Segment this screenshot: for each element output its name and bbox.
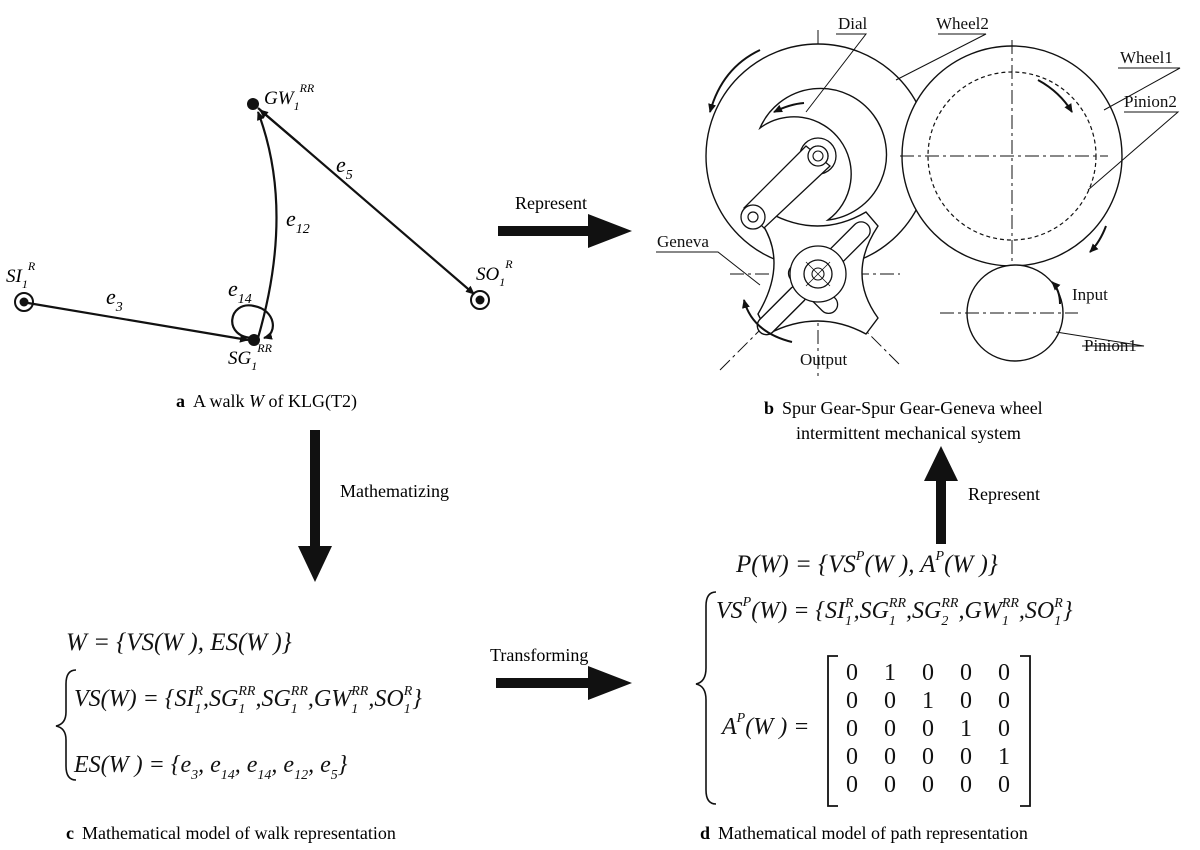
matrix-cell-r2-c3: 1 [960, 716, 972, 742]
label-dial: Dial [838, 14, 868, 33]
edge-e12-arc [256, 111, 278, 339]
c-es-line: ES(W ) = {e3, e14, e14, e12, e5} [73, 752, 348, 783]
label-geneva: Geneva [657, 232, 709, 251]
edge-e5-label: e5 [336, 152, 353, 183]
label-wheel2: Wheel2 [936, 14, 989, 33]
matrix-cell-r0-c0: 0 [846, 660, 858, 686]
matrix-cell-r0-c4: 0 [998, 660, 1010, 686]
matrix-cell-r4-c2: 0 [922, 772, 934, 798]
d-brace [695, 591, 717, 805]
matrix-cell-r2-c2: 0 [922, 716, 934, 742]
edge-e3-line [27, 301, 249, 343]
node-si [19, 297, 29, 307]
matrix-cell-r4-c1: 0 [884, 772, 896, 798]
arrow-transforming-label: Transforming [490, 645, 588, 665]
input-rotation-arrow [1051, 281, 1061, 305]
dial [758, 87, 888, 221]
panel-b-labels: Dial Wheel2 Wheel1 Pinion2 Geneva Input … [657, 14, 1177, 369]
matrix-cell-r2-c1: 0 [884, 716, 896, 742]
node-so-label: SO1R [476, 257, 513, 289]
node-si-ring [14, 292, 34, 312]
matrix-cell-r4-c0: 0 [846, 772, 858, 798]
label-wheel1: Wheel1 [1120, 48, 1173, 67]
d-matrix-left-bracket [827, 655, 838, 807]
d-vs-line: VSP(W) = {SI1R,SG1RR,SG2RR,GW1RR,SO1R} [716, 595, 1073, 629]
matrix-cell-r0-c1: 1 [884, 660, 896, 686]
label-pinion2: Pinion2 [1124, 92, 1177, 111]
matrix-cell-r3-c4: 1 [998, 744, 1010, 770]
dial-rotation-arrow [773, 102, 805, 113]
arrow-mathematizing [298, 430, 332, 582]
edge-e5-tail-arrow [259, 109, 301, 145]
matrix-cell-r1-c2: 1 [922, 688, 934, 714]
node-sg [248, 334, 260, 346]
matrix-cell-r1-c0: 0 [846, 688, 858, 714]
output-rotation-arrow [742, 299, 793, 343]
matrix-cell-r3-c2: 0 [922, 744, 934, 770]
matrix-cell-r1-c1: 0 [884, 688, 896, 714]
caption-b-line2: intermittent mechanical system [796, 423, 1021, 443]
panel-a-graph: GW1RR SI1R SO1R SG1RR e3 e5 e12 e14 [6, 81, 513, 373]
arrow-represent-right-label: Represent [968, 484, 1040, 504]
label-input: Input [1072, 285, 1108, 304]
c-brace [55, 669, 77, 781]
matrix-cell-r0-c2: 0 [922, 660, 934, 686]
matrix-cell-r1-c3: 0 [960, 688, 972, 714]
wheel1-rotation-arrow [1037, 79, 1073, 113]
panel-b-mechanism [656, 30, 1181, 376]
arrow-mathematizing-label: Mathematizing [340, 481, 449, 501]
panel-c-math: W = {VS(W ), ES(W )} VS(W) = {SI1R,SG1RR… [55, 629, 422, 783]
matrix-cell-r2-c0: 0 [846, 716, 858, 742]
matrix-cell-r0-c3: 0 [960, 660, 972, 686]
label-output: Output [800, 350, 848, 369]
edge-e12-label: e12 [286, 206, 310, 237]
node-gw [247, 98, 259, 110]
c-w-line: W = {VS(W ), ES(W )} [66, 629, 292, 656]
node-so [475, 295, 485, 305]
panel-d-math: P(W) = {VSP(W ), AP(W )} VSP(W) = {SI1R,… [695, 549, 1073, 807]
node-sg-label: SG1RR [228, 341, 273, 373]
matrix-cell-r4-c4: 0 [998, 772, 1010, 798]
wheel1-lower-arrow [1089, 225, 1107, 253]
matrix-cell-r4-c3: 0 [960, 772, 972, 798]
arrow-represent-top [498, 214, 632, 248]
edge-e14-label: e14 [228, 276, 252, 307]
arrow-represent-right [924, 446, 958, 544]
c-vs-line: VS(W) = {SI1R,SG1RR,SG1RR,GW1RR,SO1R} [74, 684, 422, 717]
node-si-label: SI1R [6, 259, 36, 291]
matrix-cell-r1-c4: 0 [998, 688, 1010, 714]
d-p-line: P(W) = {VSP(W ), AP(W )} [735, 549, 998, 578]
d-matrix-lhs: AP(W ) = [720, 711, 809, 740]
node-so-ring [470, 290, 490, 310]
matrix-cell-r3-c0: 0 [846, 744, 858, 770]
arrow-represent-top-label: Represent [515, 193, 587, 213]
crank-pin [740, 204, 766, 230]
d-matrix-right-bracket [1020, 655, 1031, 807]
matrix-cell-r2-c4: 0 [998, 716, 1010, 742]
arrow-transforming [496, 666, 632, 700]
node-gw-label: GW1RR [264, 81, 315, 113]
leader-lines [656, 33, 1181, 347]
label-pinion1: Pinion1 [1084, 336, 1137, 355]
edge-e3-label: e3 [106, 284, 123, 315]
matrix-cell-r3-c3: 0 [960, 744, 972, 770]
edge-e14-loop [231, 304, 274, 340]
matrix-cell-r3-c1: 0 [884, 744, 896, 770]
wheel2-rotation-arrow [708, 49, 761, 113]
